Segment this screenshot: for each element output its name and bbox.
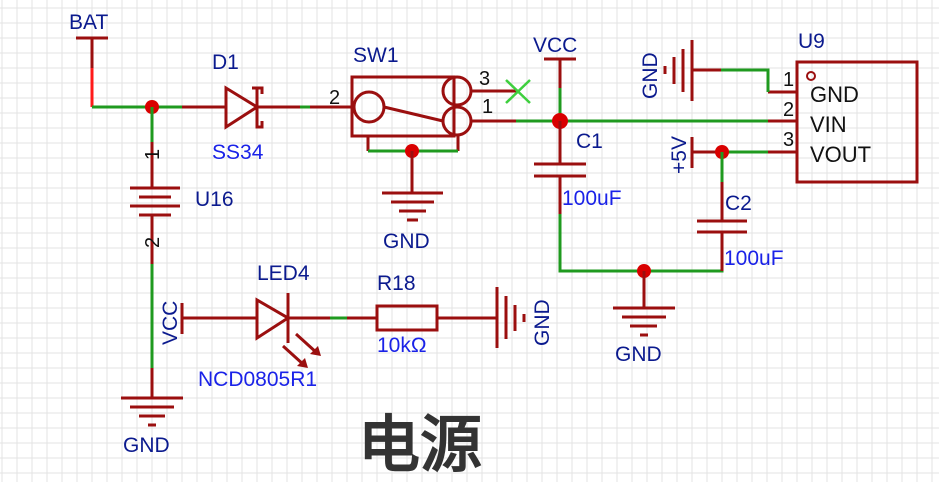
net-port-vcc-left[interactable]: VCC <box>159 301 257 345</box>
u9-pin-2-name: VIN <box>810 112 847 137</box>
sheet-title: 电源 <box>358 408 482 481</box>
net-port-5v[interactable]: +5V <box>668 136 694 174</box>
gnd-label-sw1: GND <box>383 230 430 253</box>
gnd-label-caps: GND <box>615 343 662 366</box>
capacitor-c1[interactable]: C1 100uF <box>534 121 622 214</box>
gnd-symbol-u9[interactable]: GND <box>639 40 694 101</box>
sw1-pin-1: 1 <box>482 96 493 118</box>
r18-value: 10kΩ <box>377 334 427 357</box>
u9-pin-1-name: GND <box>810 82 859 107</box>
vcc-label-left: VCC <box>159 301 182 345</box>
sw1-pin-3: 3 <box>479 68 490 90</box>
u9-ref: U9 <box>798 30 825 53</box>
c1-ref: C1 <box>576 130 603 153</box>
battery-u16[interactable]: U16 1 2 <box>130 107 234 398</box>
gnd-symbol-r18[interactable]: GND <box>495 287 554 348</box>
sw1-pin-2: 2 <box>329 87 340 109</box>
gnd-symbol-battery[interactable]: GND <box>121 396 183 457</box>
c2-ref: C2 <box>725 192 752 215</box>
net-port-vcc-top[interactable]: VCC <box>533 34 577 121</box>
net-label-5v: +5V <box>668 136 691 174</box>
gnd-label-r18: GND <box>531 299 554 346</box>
vcc-label-top: VCC <box>533 34 577 57</box>
resistor-r18[interactable]: R18 10kΩ <box>375 272 497 357</box>
u9-pin-1-num: 1 <box>783 69 794 91</box>
c1-value: 100uF <box>562 187 622 210</box>
no-connect-flag <box>505 79 531 104</box>
led-led4[interactable]: LED4 NCD0805R1 <box>198 262 376 391</box>
r18-ref: R18 <box>377 272 416 295</box>
gnd-symbol-caps[interactable]: GND <box>613 271 675 366</box>
u16-pin-1: 1 <box>142 149 164 160</box>
u9-pin-3-name: VOUT <box>810 142 871 167</box>
capacitor-c2[interactable]: C2 100uF <box>697 152 784 271</box>
c2-value: 100uF <box>724 247 784 270</box>
d1-value: SS34 <box>212 141 264 164</box>
diode-d1[interactable]: D1 SS34 <box>212 51 352 164</box>
net-port-bat[interactable]: BAT <box>69 11 108 107</box>
u16-ref: U16 <box>195 188 234 211</box>
wire-cap-gnd[interactable] <box>558 214 724 273</box>
gnd-label-battery: GND <box>123 434 170 457</box>
net-label-bat: BAT <box>69 11 108 34</box>
led4-value: NCD0805R1 <box>198 368 317 391</box>
gnd-label-u9: GND <box>639 52 662 99</box>
d1-ref: D1 <box>212 51 239 74</box>
switch-sw1[interactable]: SW1 2 3 1 <box>329 44 518 153</box>
u9-pin-2-num: 2 <box>783 99 794 121</box>
u9-pin-3-num: 3 <box>783 129 794 151</box>
u16-pin-2: 2 <box>142 237 164 248</box>
regulator-u9[interactable]: U9 1 2 3 GND VIN VOUT <box>692 30 919 184</box>
gnd-symbol-sw1[interactable]: GND <box>382 151 443 253</box>
sw1-ref: SW1 <box>353 44 399 67</box>
led4-ref: LED4 <box>257 262 310 285</box>
